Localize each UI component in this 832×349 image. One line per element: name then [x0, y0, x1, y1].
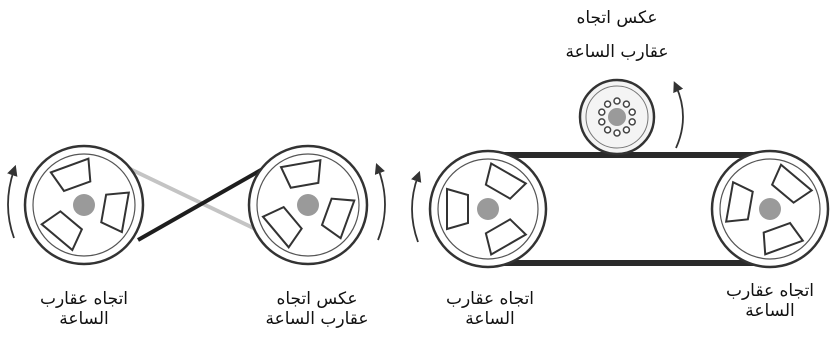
idler-pulley	[578, 78, 656, 156]
open-belt	[488, 152, 770, 266]
crossed-belt-dark-strand	[137, 164, 269, 242]
crossed-belt-light-strand	[127, 166, 271, 238]
idler-holes	[598, 97, 636, 137]
label-left-wheel-line2: الساعة	[59, 309, 109, 329]
counterclockwise-arrow-idler	[673, 81, 684, 149]
label-open-left-line2: الساعة	[465, 309, 515, 329]
crossed-belt	[127, 164, 271, 242]
counterclockwise-arrow-cross	[374, 162, 386, 241]
label-open-right-line2: الساعة	[745, 301, 795, 321]
label-open-left-line1: اتجاه عقارب	[445, 289, 535, 309]
pulley-open-left	[428, 149, 548, 269]
label-cross-right-line1: عكس اتجاه	[276, 289, 358, 309]
clockwise-arrow-left	[7, 164, 18, 239]
label-cross-right-wheel: عكس اتجاه عقارب الساعة	[252, 289, 382, 329]
label-idler-wheel: عكس اتجاه عقارب الساعة	[548, 8, 686, 62]
label-idler-line2: عقارب الساعة	[565, 42, 669, 62]
pulley-left	[23, 144, 145, 266]
label-left-wheel-line1: اتجاه عقارب	[39, 289, 129, 309]
pulley-open-right	[710, 149, 830, 269]
label-left-wheel: اتجاه عقارب الساعة	[22, 289, 146, 329]
pulley-cross-right	[247, 144, 369, 266]
label-open-left-wheel: اتجاه عقارب الساعة	[428, 289, 552, 329]
label-open-right-wheel: اتجاه عقارب الساعة	[708, 281, 832, 321]
label-idler-line1: عكس اتجاه	[576, 8, 658, 28]
label-cross-right-line2: عقارب الساعة	[265, 309, 369, 329]
clockwise-arrow-open-left	[411, 170, 422, 243]
label-open-right-line1: اتجاه عقارب	[725, 281, 815, 301]
